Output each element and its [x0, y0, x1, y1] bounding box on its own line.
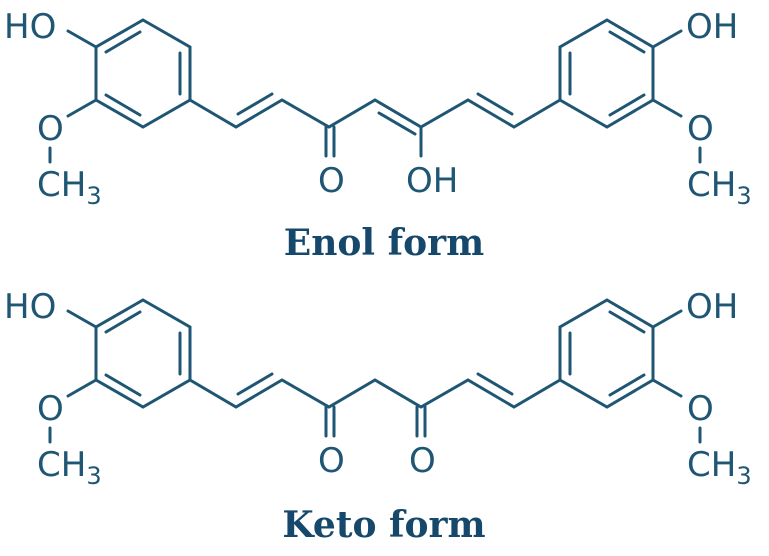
keto-left-hydroxyl-label: HO — [4, 287, 56, 327]
enol-carbonyl-o-label: O — [318, 161, 345, 201]
enol-form-caption: Enol form — [284, 222, 484, 264]
enol-right-hydroxyl-label: OH — [686, 7, 738, 47]
enol-right-methoxy-o-label: O — [687, 109, 714, 149]
enol-structure: HO O CH3 O OH OH O CH3 — [4, 7, 752, 210]
enol-oh-label: OH — [406, 161, 458, 201]
keto-right-methoxy-bond — [651, 378, 683, 398]
enol-right-benzene-ring — [558, 18, 655, 129]
keto-right-methoxy-o-label: O — [687, 389, 714, 429]
enol-left-oh-bond — [66, 29, 98, 49]
keto-right-methyl-label: CH3 — [687, 445, 752, 490]
keto-right-benzene-ring — [558, 298, 655, 409]
keto-left-methyl-label: CH3 — [37, 445, 102, 490]
keto-left-methoxy-bond — [66, 378, 98, 398]
keto-form-caption: Keto form — [282, 504, 485, 546]
keto-left-benzene-ring — [94, 298, 192, 409]
enol-right-oh-bond — [651, 29, 683, 49]
enol-left-methyl-label: CH3 — [37, 165, 102, 210]
keto-left-methoxy-o-label: O — [37, 389, 64, 429]
keto-left-oh-bond — [66, 309, 98, 329]
keto-structure: HO O CH3 O O OH O CH3 — [4, 287, 752, 490]
keto-right-hydroxyl-label: OH — [686, 287, 738, 327]
enol-chain — [188, 92, 562, 158]
keto-chain — [188, 372, 562, 438]
enol-right-methoxy-bond — [651, 98, 683, 118]
keto-right-oh-bond — [651, 309, 683, 329]
keto-carbonyl1-o-label: O — [318, 441, 345, 481]
keto-carbonyl2-o-label: O — [409, 441, 436, 481]
enol-right-methyl-label: CH3 — [687, 165, 752, 210]
enol-left-methoxy-bond — [66, 98, 98, 118]
enol-left-methoxy-o-label: O — [37, 109, 64, 149]
enol-left-hydroxyl-label: HO — [4, 7, 56, 47]
enol-left-benzene-ring — [94, 18, 192, 129]
